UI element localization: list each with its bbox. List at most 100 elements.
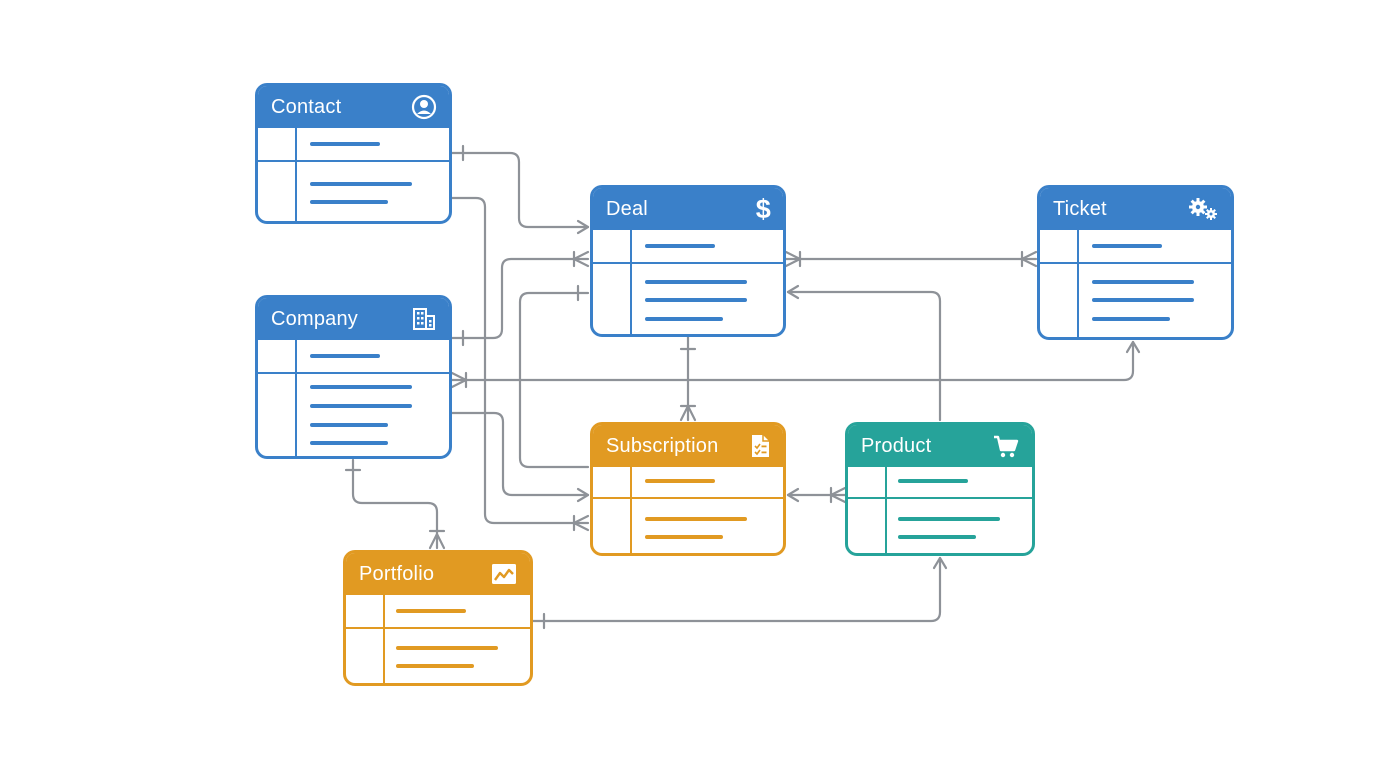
- row-divider: [258, 160, 449, 162]
- row-divider: [346, 627, 530, 629]
- entity-fields: [593, 230, 783, 334]
- entity-title: Contact: [271, 95, 342, 118]
- field-line: [310, 385, 412, 389]
- arrow-head: [786, 284, 800, 300]
- crow-foot: [784, 250, 802, 268]
- field-line: [310, 423, 388, 427]
- entity-ticket[interactable]: Ticket: [1037, 185, 1234, 340]
- cart-icon: [992, 433, 1020, 459]
- one-marker: [344, 468, 446, 533]
- relation-contact-deal: [450, 151, 590, 229]
- field-line: [1092, 244, 1162, 248]
- field-line: [1092, 317, 1170, 321]
- relation-company-ticket: [450, 340, 1135, 382]
- field-line: [310, 182, 412, 186]
- row-divider: [1040, 262, 1231, 264]
- field-line: [898, 517, 1000, 521]
- field-line: [645, 317, 723, 321]
- key-column: [848, 467, 887, 553]
- entity-fields: [258, 128, 449, 221]
- field-line: [645, 535, 723, 539]
- field-line: [645, 517, 747, 521]
- arrow-head: [1125, 340, 1141, 354]
- crow-foot: [679, 404, 697, 422]
- crow-foot: [450, 371, 468, 389]
- key-column: [593, 467, 632, 553]
- dollar-icon: $: [755, 193, 771, 224]
- row-divider: [593, 262, 783, 264]
- crow-foot: [572, 514, 590, 532]
- field-line: [645, 280, 747, 284]
- crow-foot: [1020, 250, 1038, 268]
- entity-company[interactable]: Company: [255, 295, 452, 459]
- entity-fields: [1040, 230, 1231, 337]
- row-divider: [593, 497, 783, 499]
- entity-header: Portfolio: [346, 553, 530, 595]
- row-divider: [258, 372, 449, 374]
- entity-contact[interactable]: Contact: [255, 83, 452, 224]
- field-line: [310, 354, 380, 358]
- relation-company-subscription: [450, 411, 590, 497]
- field-line: [310, 142, 380, 146]
- relation-product-deal: [786, 290, 942, 422]
- gears-icon: [1187, 196, 1219, 222]
- field-line: [645, 479, 715, 483]
- entity-header: Product: [848, 425, 1032, 467]
- entity-header: Subscription: [593, 425, 783, 467]
- field-line: [1092, 298, 1194, 302]
- user-circle-icon: [411, 94, 437, 120]
- field-line: [396, 646, 498, 650]
- entity-header: Deal $: [593, 188, 783, 230]
- field-line: [898, 535, 976, 539]
- field-line: [396, 609, 466, 613]
- document-checklist-icon: [749, 433, 771, 459]
- key-column: [258, 340, 297, 456]
- entity-title: Product: [861, 434, 932, 457]
- entity-header: Ticket: [1040, 188, 1231, 230]
- entity-fields: [346, 595, 530, 683]
- field-line: [898, 479, 968, 483]
- chart-icon: [490, 561, 518, 587]
- entity-fields: [593, 467, 783, 553]
- entity-fields: [848, 467, 1032, 553]
- entity-header: Contact: [258, 86, 449, 128]
- field-line: [645, 298, 747, 302]
- field-line: [310, 441, 388, 445]
- arrow-head: [576, 219, 590, 235]
- entity-product[interactable]: Product: [845, 422, 1035, 556]
- key-column: [346, 595, 385, 683]
- crow-foot: [572, 250, 590, 268]
- relation-portfolio-product: [531, 556, 942, 623]
- crow-foot: [428, 532, 446, 550]
- entity-title: Ticket: [1053, 197, 1107, 220]
- entity-portfolio[interactable]: Portfolio: [343, 550, 533, 686]
- entity-title: Portfolio: [359, 562, 435, 585]
- arrow-head: [932, 556, 948, 570]
- entity-title: Company: [271, 307, 358, 330]
- relation-contact-subscription: [450, 196, 590, 525]
- arrow-head: [786, 487, 800, 503]
- field-line: [1092, 280, 1194, 284]
- entity-title: Deal: [606, 197, 648, 220]
- relation-company-portfolio: [351, 458, 439, 550]
- row-divider: [848, 497, 1032, 499]
- relation-deal-subscription: [518, 291, 590, 469]
- entity-title: Subscription: [606, 434, 719, 457]
- key-column: [593, 230, 632, 334]
- field-line: [645, 244, 715, 248]
- field-line: [310, 200, 388, 204]
- building-icon: [411, 306, 437, 332]
- entity-header: Company: [258, 298, 449, 340]
- entity-subscription[interactable]: Subscription: [590, 422, 786, 556]
- crow-foot: [829, 486, 847, 504]
- field-line: [310, 404, 412, 408]
- field-line: [396, 664, 474, 668]
- key-column: [1040, 230, 1079, 337]
- arrow-head: [576, 487, 590, 503]
- entity-fields: [258, 340, 449, 456]
- key-column: [258, 128, 297, 221]
- relation-company-deal: [450, 257, 590, 340]
- entity-deal[interactable]: Deal $: [590, 185, 786, 337]
